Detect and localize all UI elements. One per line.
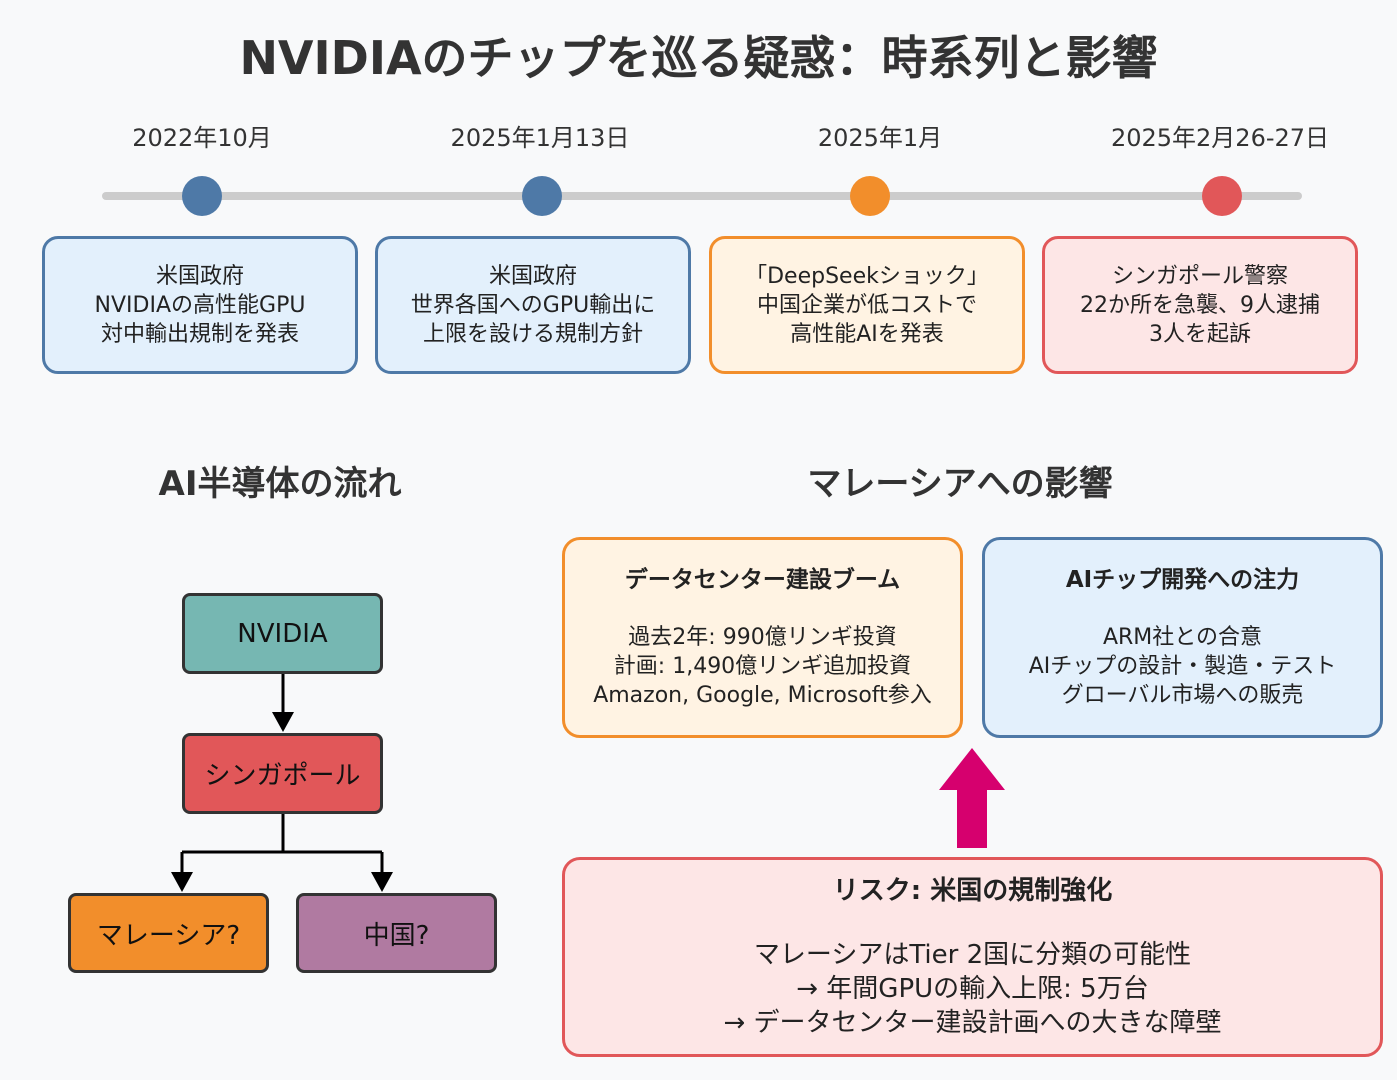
arrowhead-singapore (272, 712, 294, 732)
node-china: 中国? (296, 893, 497, 973)
datacenter-heading: データセンター建設ブーム (624, 566, 901, 593)
timeline-event-4: シンガポール警察 22か所を急襲、9人逮捕 3人を起訴 (1042, 236, 1358, 374)
event-line: 22か所を急襲、9人逮捕 (1080, 292, 1320, 318)
risk-line: → データセンター建設計画への大きな障壁 (723, 1008, 1222, 1038)
timeline-dot-4 (1202, 176, 1242, 216)
timeline-dot-2 (522, 176, 562, 216)
event-line: 米国政府 (155, 263, 244, 289)
node-malaysia: マレーシア? (68, 893, 269, 973)
risk-heading: リスク: 米国の規制強化 (832, 876, 1113, 906)
timeline-date-3: 2025年1月 (817, 124, 943, 152)
timeline-dot-1 (182, 176, 222, 216)
risk-up-arrow (939, 748, 1005, 848)
risk-line: マレーシアはTier 2国に分類の可能性 (753, 940, 1192, 970)
aichip-heading: AIチップ開発への注力 (1065, 566, 1300, 593)
datacenter-line: 計画: 1,490億リンギ追加投資 (613, 653, 912, 679)
timeline-date-2: 2025年1月13日 (450, 124, 630, 152)
event-line: 米国政府 (488, 263, 577, 289)
timeline-event-2: 米国政府 世界各国へのGPU輸出に 上限を設ける規制方針 (375, 236, 691, 374)
impact-section-title: マレーシアへの影響 (807, 464, 1113, 504)
timeline-line (102, 192, 1302, 200)
timeline-date-1: 2022年10月 (132, 124, 272, 152)
event-line: 「DeepSeekショック」 (745, 263, 989, 289)
event-line: シンガポール警察 (1111, 263, 1288, 289)
datacenter-line: 過去2年: 990億リンギ投資 (628, 624, 897, 650)
aichip-line: AIチップの設計・製造・テスト (1028, 653, 1337, 679)
risk-line: → 年間GPUの輸入上限: 5万台 (796, 974, 1149, 1004)
node-nvidia: NVIDIA (182, 593, 383, 674)
timeline-dot-3 (850, 176, 890, 216)
flow-section-title: AI半導体の流れ (158, 464, 402, 504)
arrowhead-china (371, 872, 393, 892)
event-line: 世界各国へのGPU輸出に (410, 292, 656, 318)
event-line: 3人を起訴 (1149, 321, 1251, 347)
impact-datacenter-box: データセンター建設ブーム 過去2年: 990億リンギ投資 計画: 1,490億リ… (562, 537, 963, 738)
page-title: NVIDIAのチップを巡る疑惑：時系列と影響 (239, 31, 1158, 85)
event-line: 高性能AIを発表 (790, 321, 944, 347)
event-line: 対中輸出規制を発表 (100, 321, 299, 347)
node-singapore: シンガポール (182, 733, 383, 814)
timeline-date-4: 2025年2月26-27日 (1110, 124, 1330, 152)
aichip-line: グローバル市場への販売 (1061, 682, 1304, 708)
impact-aichip-box: AIチップ開発への注力 ARM社との合意 AIチップの設計・製造・テスト グロー… (982, 537, 1383, 738)
event-line: NVIDIAの高性能GPU (94, 292, 306, 318)
arrowhead-malaysia (171, 872, 193, 892)
datacenter-line: Amazon, Google, Microsoft参入 (593, 682, 932, 708)
event-line: 上限を設ける規制方針 (422, 321, 643, 347)
aichip-line: ARM社との合意 (1102, 624, 1263, 650)
timeline-event-3: 「DeepSeekショック」 中国企業が低コストで 高性能AIを発表 (709, 236, 1025, 374)
timeline-event-1: 米国政府 NVIDIAの高性能GPU 対中輸出規制を発表 (42, 236, 358, 374)
impact-risk-box: リスク: 米国の規制強化 マレーシアはTier 2国に分類の可能性 → 年間GP… (562, 857, 1383, 1057)
event-line: 中国企業が低コストで (756, 292, 977, 318)
